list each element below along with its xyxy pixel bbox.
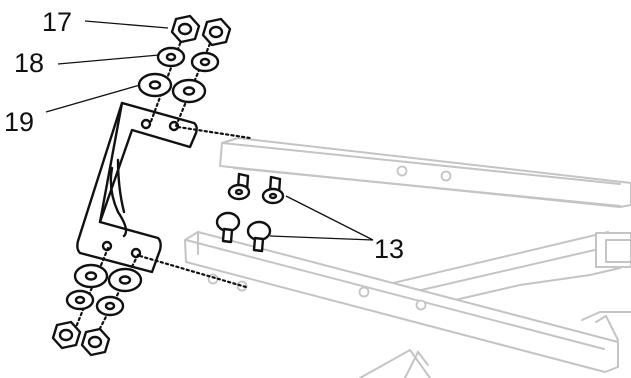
bolt-lower-left — [215, 211, 241, 244]
lock-washer-upper-left — [156, 46, 186, 68]
callout-18: 18 — [14, 48, 44, 78]
lock-washer-lower-right — [95, 295, 125, 317]
callout-13: 13 — [374, 234, 404, 264]
nut-lower-right — [80, 327, 111, 357]
flat-washer-lower-left — [73, 263, 109, 289]
nut-upper-left — [170, 14, 201, 44]
callout-19: 19 — [4, 107, 34, 137]
upper-frame-tube — [219, 137, 631, 208]
lock-washer-lower-left — [65, 289, 95, 311]
bolt-upper-right — [261, 175, 285, 205]
frame-assembly — [184, 137, 631, 378]
bolt-lower-right — [246, 220, 272, 253]
lock-washer-upper-right — [190, 51, 220, 73]
flat-washer-lower-right — [107, 267, 143, 293]
lower-hardware-stack — [51, 263, 143, 357]
flat-washer-upper-left — [137, 72, 173, 98]
upper-hardware-stack — [137, 14, 232, 104]
flat-washer-upper-right — [171, 78, 207, 104]
nut-lower-left — [51, 320, 82, 350]
mounting-bracket — [76, 101, 198, 274]
bolt-upper-left — [227, 172, 251, 201]
bolts — [215, 172, 285, 253]
nut-upper-right — [201, 17, 232, 47]
callout-17: 17 — [42, 7, 72, 37]
leader-lines — [45, 20, 374, 241]
